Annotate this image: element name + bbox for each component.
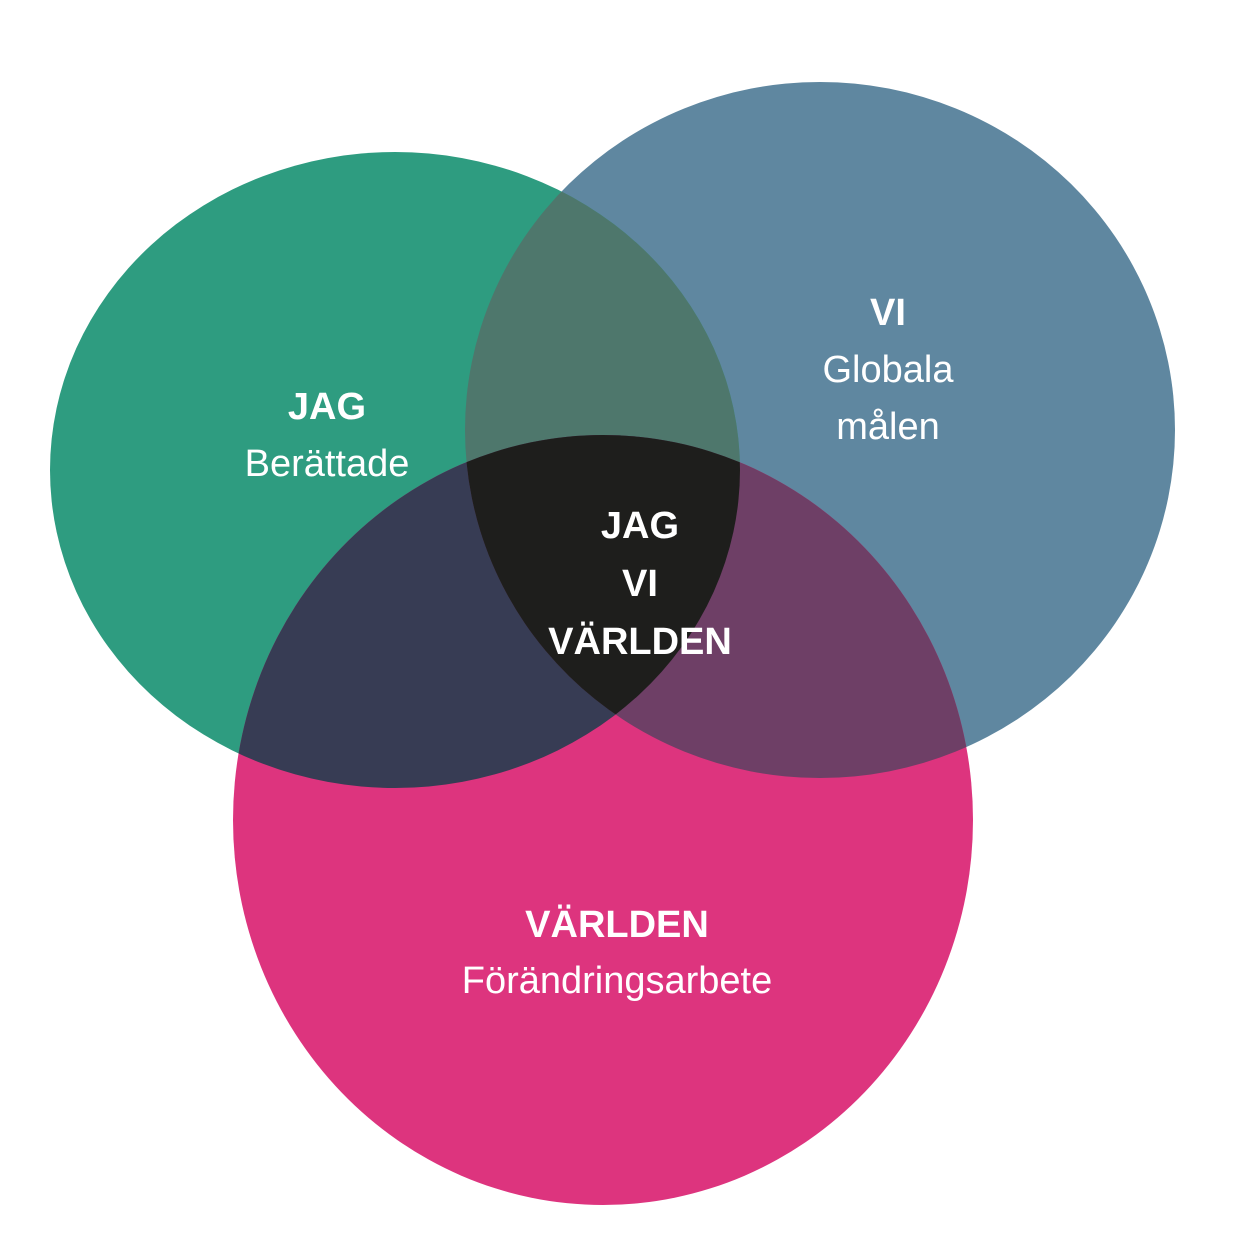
- vi-subtitle-line2: målen: [836, 406, 940, 448]
- vi-varlden-overlap: [465, 435, 973, 778]
- varlden-subtitle: Förändringsarbete: [462, 960, 773, 1002]
- center-line2: VI: [622, 563, 658, 605]
- jag-varlden-overlap: [233, 435, 740, 788]
- center-line1: JAG: [601, 505, 679, 547]
- vi-title: VI: [870, 292, 906, 334]
- center-line3: VÄRLDEN: [548, 620, 732, 663]
- vi-subtitle-line1: Globala: [823, 349, 955, 391]
- jag-title: JAG: [288, 386, 366, 428]
- jag-subtitle: Berättade: [245, 443, 410, 485]
- varlden-title: VÄRLDEN: [525, 903, 709, 946]
